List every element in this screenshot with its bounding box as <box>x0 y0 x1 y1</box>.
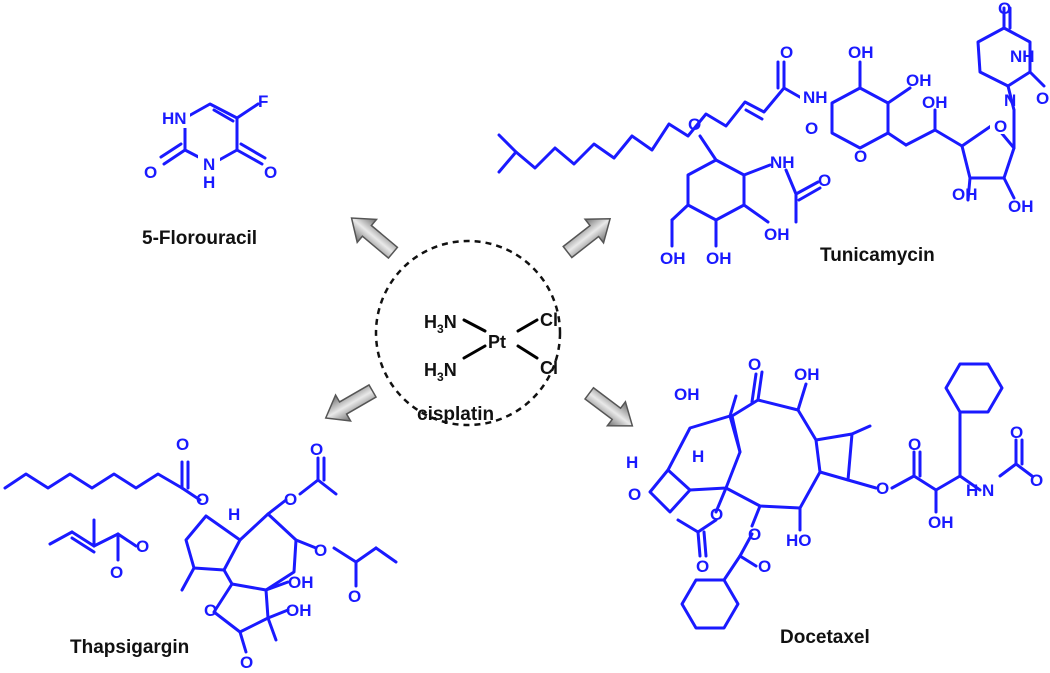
thapsigargin-oxygen-4: O <box>284 490 297 509</box>
uracil-oxygen-1: O <box>998 0 1011 18</box>
tunicamycin-oh-7: OH <box>706 249 732 268</box>
pt-n-bond-top <box>462 318 487 333</box>
chloride-bottom: Cl <box>540 358 558 378</box>
uracil-nh: NH <box>1010 47 1035 66</box>
lipid-chain <box>497 86 786 174</box>
docetaxel-h-2: H <box>692 447 704 466</box>
tunicamycin-label: Tunicamycin <box>820 245 935 266</box>
c2-o-bond <box>162 148 187 166</box>
sugar-ring-1 <box>830 86 890 150</box>
glycosidic-oxygen: O <box>805 119 818 138</box>
benzoate-ring <box>680 578 740 630</box>
docetaxel-structure: OH O OH H H O O O HO O O O O OH N H O O … <box>626 355 1043 648</box>
pt-cl-bond-top <box>516 318 539 333</box>
c2-oxygen: O <box>144 163 157 182</box>
tunicamycin-oh-2: OH <box>906 71 932 90</box>
cisplatin-group: H3N H3N Pt Cl Cl cisplatin <box>374 239 562 427</box>
side-chain-oxygen-2: O <box>908 435 921 454</box>
docetaxel-keto-oxygen: O <box>748 355 761 374</box>
acetate-oxygen-2: O <box>696 557 709 576</box>
docetaxel-ho: HO <box>786 531 812 550</box>
benzoate-oxygen-1: O <box>748 525 761 544</box>
octanoyl-chain <box>3 472 184 490</box>
thapsigargin-label: Thapsigargin <box>70 637 189 658</box>
carbamate-n: N <box>982 481 994 500</box>
thapsigargin-oxygen-7: O <box>136 537 149 556</box>
pt-cl-bond-bottom <box>516 344 539 360</box>
ring-double-bond <box>212 108 235 123</box>
fluorine-atom: F <box>258 92 268 111</box>
platinum-atom: Pt <box>488 332 506 352</box>
cyclopentene-ring <box>184 514 242 572</box>
side-chain-oxygen-1: O <box>876 479 889 498</box>
fluorouracil-structure: F HN N H O O 5-Florouracil <box>142 92 277 249</box>
tunicamycin-oh-8: OH <box>660 249 686 268</box>
oxetane-ring <box>648 468 692 514</box>
docetaxel-oh-4: OH <box>928 513 954 532</box>
amide-oxygen: O <box>780 43 793 62</box>
acetate-oxygen-1: O <box>710 505 723 524</box>
arrow-to-thapsigargin <box>317 377 381 432</box>
thapsigargin-oxygen-1: O <box>176 435 189 454</box>
docetaxel-oh-2: OH <box>794 365 820 384</box>
tunicamycin-oh-3: OH <box>922 93 948 112</box>
phenyl-ring <box>944 362 1004 414</box>
taxane-ring-c <box>814 432 854 482</box>
c-f-bond <box>235 102 260 120</box>
lactone-oxygen: O <box>204 601 217 620</box>
tunicamycin-ring-oxygen-1: O <box>854 147 867 166</box>
lactone-carbonyl-oxygen: O <box>240 653 253 672</box>
tunicamycin-oh-1: OH <box>848 43 874 62</box>
dashed-circle <box>374 239 562 427</box>
tunicamycin-oh-4: OH <box>764 225 790 244</box>
tunicamycin-nh: NH <box>770 153 795 172</box>
thapsigargin-ring-h: H <box>228 505 240 524</box>
thapsigargin-oxygen-3: O <box>310 440 323 459</box>
lactone-ring <box>212 582 270 634</box>
ribose-ring <box>960 122 1016 180</box>
amide-nh: NH <box>803 88 828 107</box>
n1-atom: HN <box>162 109 187 128</box>
c4-oxygen: O <box>264 163 277 182</box>
pt-n-bond-bottom <box>462 344 487 360</box>
chloride-top: Cl <box>540 310 558 330</box>
benzoate-oxygen-2: O <box>758 557 771 576</box>
c4-o-bond <box>235 148 264 166</box>
docetaxel-oh-1: OH <box>674 385 700 404</box>
ribose-ring-oxygen: O <box>994 117 1007 136</box>
n3-atom: N <box>203 155 215 174</box>
sugar-ring-2 <box>686 158 746 222</box>
tunicamycin-oh-5: OH <box>952 185 978 204</box>
boc-oxygen-2: O <box>1030 471 1043 490</box>
docetaxel-label: Docetaxel <box>780 627 870 648</box>
thapsigargin-oxygen-2: O <box>196 490 209 509</box>
arrow-to-tunicamycin <box>557 206 621 265</box>
n3-hydrogen: H <box>203 173 215 192</box>
thapsigargin-oh-1: OH <box>288 573 314 592</box>
thapsigargin-oxygen-6: O <box>348 587 361 606</box>
acetyl-oxygen: O <box>818 171 831 190</box>
thapsigargin-oxygen-8: O <box>110 563 123 582</box>
tunicamycin-structure: O NH OH OH O O OH O O NH N O OH OH O NH … <box>497 0 1049 268</box>
uracil-n: N <box>1004 91 1016 110</box>
carbamate-h: H <box>966 481 978 500</box>
uracil-oxygen-2: O <box>1036 89 1049 108</box>
thapsigargin-oxygen-5: O <box>314 541 327 560</box>
fluorouracil-label: 5-Florouracil <box>142 228 257 249</box>
cisplatin-label: cisplatin <box>417 404 494 425</box>
docetaxel-h-1: H <box>626 453 638 472</box>
arrow-to-fluorouracil <box>341 205 404 265</box>
thapsigargin-oh-2: OH <box>286 601 312 620</box>
thapsigargin-structure: O O O O O O O O H OH OH O O Thapsigargin <box>3 435 398 672</box>
tunicamycin-glyco-oxygen-2: O <box>688 115 701 134</box>
boc-oxygen-1: O <box>1010 423 1023 442</box>
oxetane-oxygen: O <box>628 485 641 504</box>
ammine-top: H3N <box>424 312 457 336</box>
arrow-to-docetaxel <box>579 380 643 439</box>
ammine-bottom: H3N <box>424 360 457 384</box>
tunicamycin-oh-6: OH <box>1008 197 1034 216</box>
